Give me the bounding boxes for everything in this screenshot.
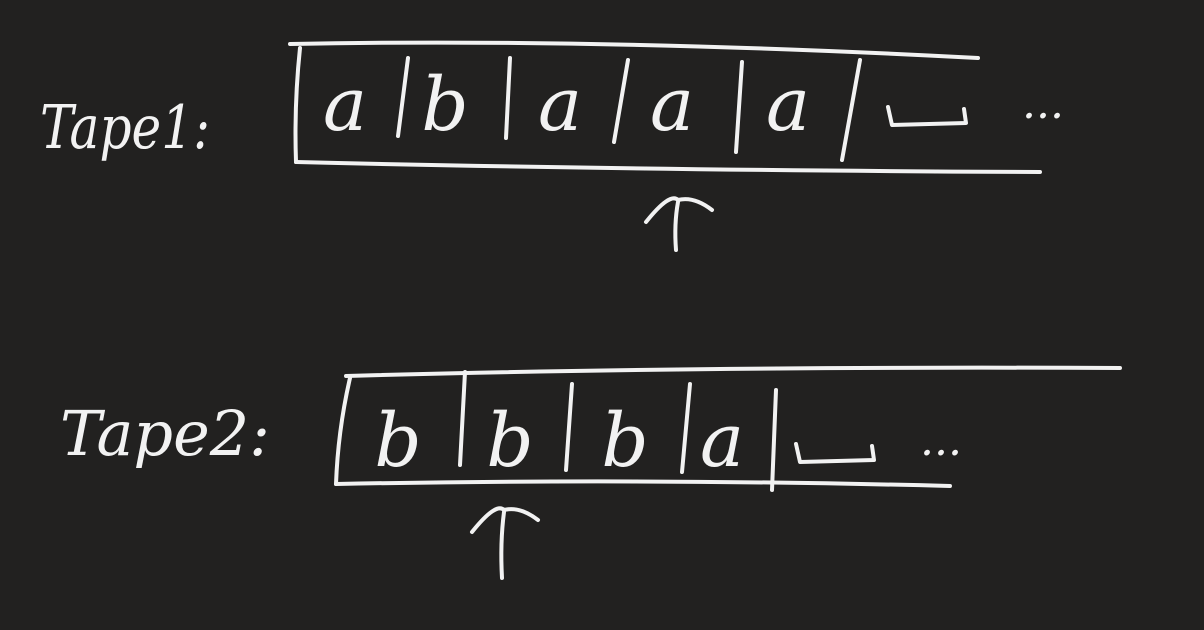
continuation-dots: ... <box>1022 78 1064 129</box>
cell-symbol: a <box>766 62 810 148</box>
tape-left-edge <box>293 46 302 164</box>
head-arrow-tip <box>470 506 540 534</box>
cell-symbol: b <box>601 398 648 484</box>
cell-symbol: a <box>538 62 582 148</box>
cell-divider <box>612 58 630 144</box>
cell-symbol: b <box>421 62 468 148</box>
head-arrow-shaft <box>673 200 680 252</box>
tape-top-edge <box>288 40 980 60</box>
cell-divider <box>458 370 467 467</box>
blank-symbol <box>794 442 876 464</box>
head-arrow <box>644 196 714 252</box>
tape-bottom-edge <box>294 160 1042 174</box>
cell-symbol: a <box>700 398 744 484</box>
cell-symbol: a <box>323 62 367 148</box>
cell-divider <box>564 382 574 472</box>
cell-symbol: a <box>650 62 694 148</box>
cell-divider <box>840 58 862 162</box>
blank-symbol-text: ⊔ <box>888 124 889 126</box>
head-arrow <box>470 506 540 580</box>
continuation-dots: ... <box>920 415 962 466</box>
head-arrow-shaft <box>499 510 506 580</box>
cell-divider <box>680 382 692 474</box>
cell-symbol: b <box>374 398 421 484</box>
tape-top-edge <box>344 365 1122 378</box>
cell-divider <box>504 56 512 140</box>
blank-symbol-text: ⊔ <box>796 461 797 463</box>
tape-left-edge <box>334 376 352 486</box>
cell-divider <box>396 56 410 138</box>
head-arrow-tip <box>644 196 714 224</box>
tape-label: Tape1: <box>40 93 210 163</box>
cell-symbol: b <box>486 398 533 484</box>
tape-label: Tape2: <box>60 397 270 470</box>
cell-divider <box>734 60 744 154</box>
tape-bottom-edge <box>334 479 952 488</box>
blank-symbol <box>886 105 968 127</box>
cell-divider <box>770 388 778 492</box>
